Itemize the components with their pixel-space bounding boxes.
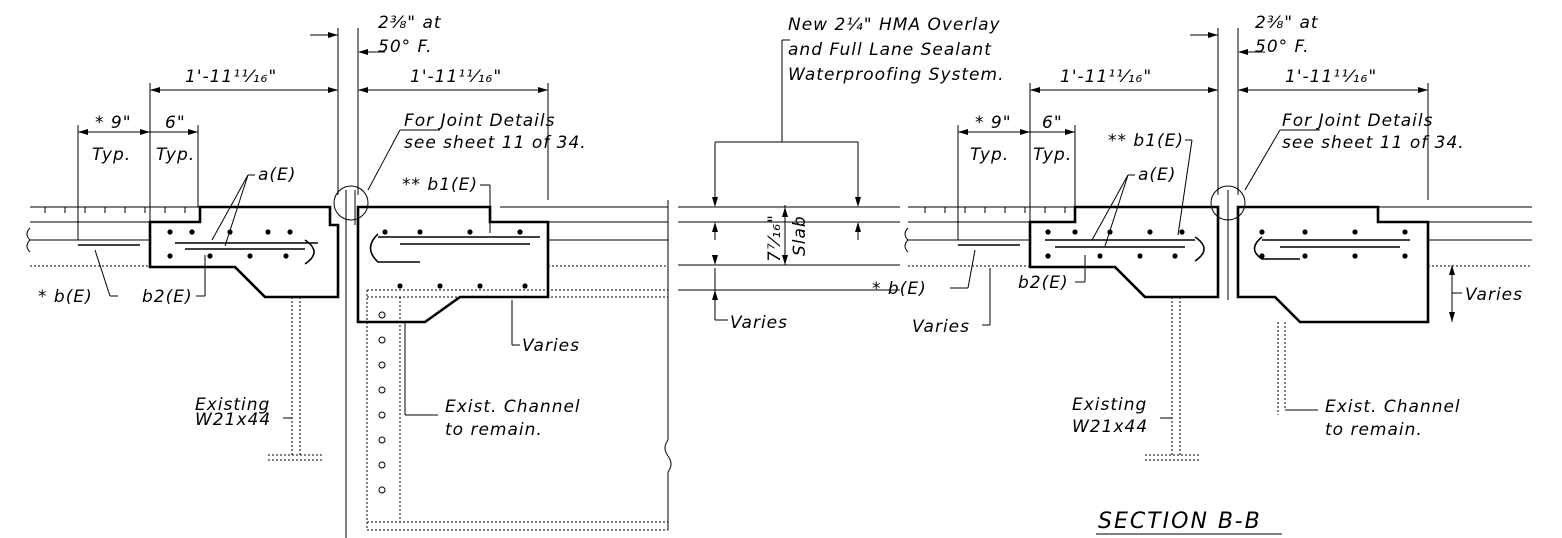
right-bar-b1: ** b1(E) <box>1108 131 1184 151</box>
middle-detail: New 2¼" HMA Overlay and Full Lane Sealan… <box>678 15 1004 333</box>
right-temp-dim: 50° F. <box>1255 37 1310 57</box>
right-varies-right: Varies <box>1465 285 1523 305</box>
right-joint-note-2: see sheet 11 of 34. <box>1282 133 1465 153</box>
left-overall-dim-1: 1'-11¹¹⁄₁₆" <box>185 67 277 87</box>
left-bar-b1: ** b1(E) <box>402 175 478 195</box>
section-title: SECTION B-B <box>1098 509 1262 534</box>
right-detail: 2⅜" at 50° F. 1'-11¹¹⁄₁₆" 1'-11¹¹⁄₁₆" * … <box>872 13 1532 461</box>
left-gap-dim: 2⅜" at <box>378 13 442 33</box>
right-typ-2: Typ. <box>1033 145 1072 165</box>
right-joint-note-1: For Joint Details <box>1282 111 1434 131</box>
left-bar-b: * b(E) <box>38 287 93 307</box>
left-joint-note-2: see sheet 11 of 34. <box>404 133 587 153</box>
right-channel-1: Exist. Channel <box>1325 397 1461 417</box>
left-existing-2: W21x44 <box>195 410 271 430</box>
right-bar-a: a(E) <box>1138 165 1176 185</box>
left-typ-2: Typ. <box>156 145 195 165</box>
left-overall-dim-2: 1'-11¹¹⁄₁₆" <box>410 67 502 87</box>
right-existing-1: Existing <box>1072 395 1147 415</box>
left-channel-2: to remain. <box>445 420 543 440</box>
overlay-note-3: Waterproofing System. <box>788 65 1004 85</box>
left-joint-note-1: For Joint Details <box>404 111 556 131</box>
slab-label: Slab <box>790 215 810 256</box>
right-overall-dim-1: 1'-11¹¹⁄₁₆" <box>1060 67 1152 87</box>
right-spacing-6: 6" <box>1042 113 1063 133</box>
left-spacing-6: 6" <box>165 113 186 133</box>
right-channel-2: to remain. <box>1325 420 1423 440</box>
right-existing-2: W21x44 <box>1072 417 1148 437</box>
left-typ-1: Typ. <box>92 145 131 165</box>
left-varies: Varies <box>522 336 580 356</box>
left-existing-1: Existing <box>195 395 270 415</box>
right-bar-b2: b2(E) <box>1018 273 1069 293</box>
right-bar-b: * b(E) <box>872 279 927 299</box>
middle-varies: Varies <box>730 313 788 333</box>
left-temp-dim: 50° F. <box>378 37 433 57</box>
right-typ-1: Typ. <box>970 145 1009 165</box>
right-overall-dim-2: 1'-11¹¹⁄₁₆" <box>1285 67 1377 87</box>
left-detail: 2⅜" at 50° F. 1'-11¹¹⁄₁₆" 1'-11¹¹⁄₁₆" * … <box>26 13 672 538</box>
right-spacing-9: * 9" <box>975 113 1012 133</box>
overlay-note-1: New 2¼" HMA Overlay <box>788 15 1001 35</box>
left-bar-a: a(E) <box>258 165 296 185</box>
left-spacing-9: * 9" <box>95 113 132 133</box>
left-channel-1: Exist. Channel <box>445 397 581 417</box>
right-varies-left: Varies <box>912 317 970 337</box>
overlay-note-2: and Full Lane Sealant <box>788 40 992 60</box>
right-gap-dim: 2⅜" at <box>1255 13 1319 33</box>
left-bar-b2: b2(E) <box>142 287 193 307</box>
slab-thickness-dim: 7⁷⁄₁₆" <box>765 214 785 262</box>
